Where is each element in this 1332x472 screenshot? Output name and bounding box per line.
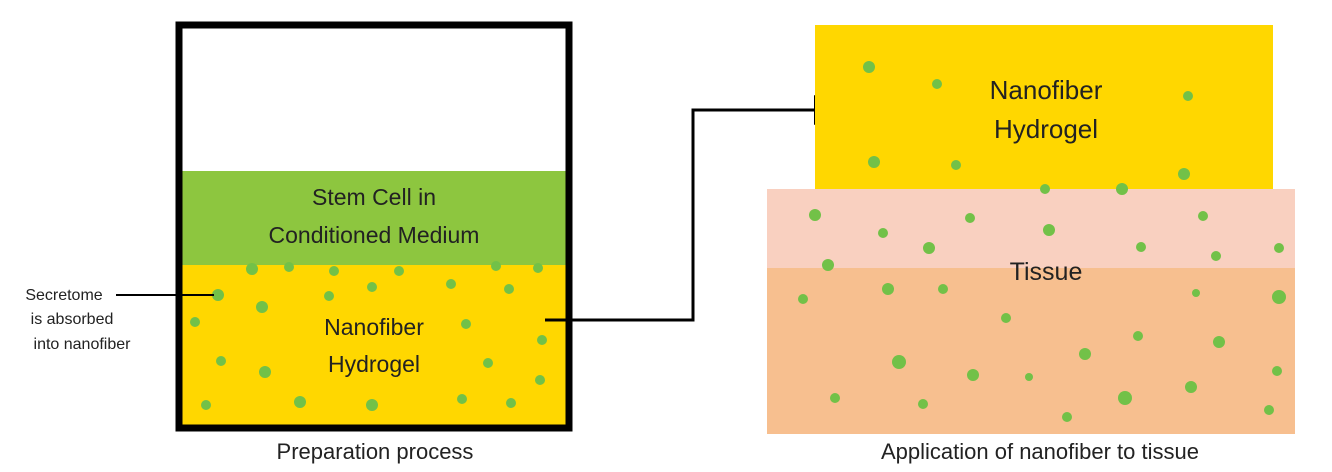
callout-line3: into nanofiber <box>34 336 132 353</box>
conditioned-medium-layer <box>179 171 569 265</box>
medium-label-line1: Stem Cell in <box>312 184 436 210</box>
secretome-dot <box>923 242 935 254</box>
secretome-dot <box>367 282 377 292</box>
secretome-dot <box>329 266 339 276</box>
secretome-dot <box>1192 289 1200 297</box>
secretome-dot <box>506 398 516 408</box>
secretome-dot <box>798 294 808 304</box>
secretome-dot <box>1043 224 1055 236</box>
right-secretome-dots <box>798 61 1286 422</box>
secretome-dot <box>201 400 211 410</box>
secretome-dot <box>190 317 200 327</box>
secretome-dot <box>1133 331 1143 341</box>
secretome-dot <box>535 375 545 385</box>
secretome-dot <box>216 356 226 366</box>
callout-line1: Secretome <box>25 287 102 304</box>
secretome-dot <box>1272 290 1286 304</box>
container-outline <box>175 21 573 432</box>
secretome-dot <box>446 279 456 289</box>
tissue-lower-layer <box>767 268 1295 434</box>
secretome-callout: Secretome is absorbed into nanofiber <box>25 287 214 353</box>
secretome-dot <box>951 160 961 170</box>
secretome-dot <box>882 283 894 295</box>
secretome-dot <box>1040 184 1050 194</box>
secretome-dot <box>863 61 875 73</box>
secretome-dot <box>1213 336 1225 348</box>
secretome-dot <box>1185 381 1197 393</box>
applied-hydrogel <box>815 25 1273 189</box>
secretome-dot <box>457 394 467 404</box>
application-panel: Nanofiber Hydrogel Tissue <box>767 25 1295 434</box>
right-hydrogel-label-line1: Nanofiber <box>990 75 1103 105</box>
secretome-dot <box>1001 313 1011 323</box>
secretome-dot <box>366 399 378 411</box>
secretome-dot <box>1079 348 1091 360</box>
secretome-dot <box>1274 243 1284 253</box>
left-hydrogel-label-line2: Hydrogel <box>328 351 420 377</box>
secretome-dot <box>1116 183 1128 195</box>
secretome-dot <box>533 263 543 273</box>
secretome-dot <box>394 266 404 276</box>
secretome-dot <box>461 319 471 329</box>
secretome-dot <box>965 213 975 223</box>
secretome-dot <box>822 259 834 271</box>
secretome-dot <box>1211 251 1221 261</box>
secretome-dot <box>324 291 334 301</box>
secretome-dot <box>1118 391 1132 405</box>
tissue-upper-layer <box>767 189 1295 268</box>
secretome-dot <box>932 79 942 89</box>
secretome-dot <box>294 396 306 408</box>
secretome-dot <box>483 358 493 368</box>
secretome-dot <box>878 228 888 238</box>
secretome-dot <box>1183 91 1193 101</box>
secretome-dot <box>1062 412 1072 422</box>
medium-label-line2: Conditioned Medium <box>269 222 480 248</box>
secretome-dot <box>868 156 880 168</box>
right-hydrogel-label-line2: Hydrogel <box>994 114 1098 144</box>
secretome-dot <box>491 261 501 271</box>
transfer-arrow <box>545 95 844 322</box>
right-caption: Application of nanofiber to tissue <box>881 439 1199 464</box>
secretome-dot <box>212 289 224 301</box>
secretome-dot <box>504 284 514 294</box>
secretome-dot <box>246 263 258 275</box>
left-secretome-dots <box>190 261 547 411</box>
secretome-dot <box>892 355 906 369</box>
secretome-dot <box>830 393 840 403</box>
left-caption: Preparation process <box>277 439 474 464</box>
callout-line2: is absorbed <box>31 311 114 328</box>
secretome-dot <box>1178 168 1190 180</box>
secretome-dot <box>1136 242 1146 252</box>
tissue-label: Tissue <box>1010 258 1083 286</box>
left-hydrogel-label-line1: Nanofiber <box>324 314 424 340</box>
secretome-dot <box>1198 211 1208 221</box>
secretome-dot <box>1272 366 1282 376</box>
container-empty-space <box>179 25 569 171</box>
secretome-dot <box>918 399 928 409</box>
secretome-dot <box>1025 373 1033 381</box>
preparation-container: Stem Cell in Conditioned Medium Nanofibe… <box>175 21 573 432</box>
secretome-dot <box>809 209 821 221</box>
secretome-dot <box>537 335 547 345</box>
secretome-dot <box>967 369 979 381</box>
secretome-dot <box>938 284 948 294</box>
secretome-dot <box>284 262 294 272</box>
secretome-dot <box>256 301 268 313</box>
secretome-dot <box>259 366 271 378</box>
secretome-dot <box>1264 405 1274 415</box>
